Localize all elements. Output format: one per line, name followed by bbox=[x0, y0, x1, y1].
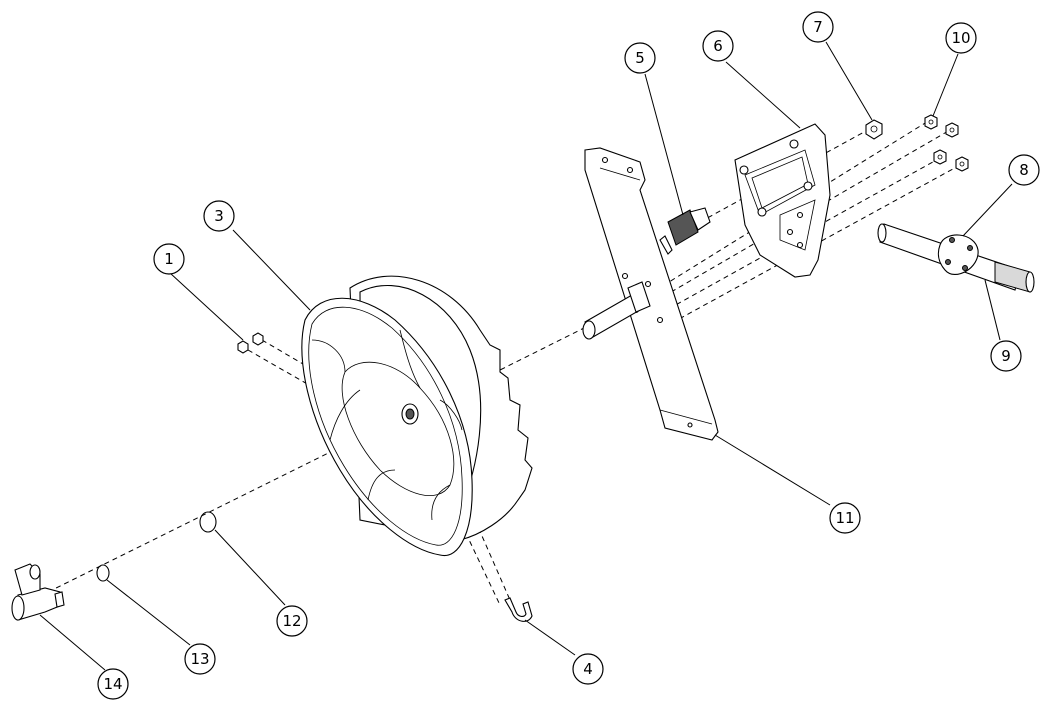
callout-label: 6 bbox=[713, 37, 723, 55]
callout-7: 7 bbox=[802, 11, 834, 43]
callout-label: 8 bbox=[1019, 161, 1029, 179]
reel-drum bbox=[301, 275, 533, 557]
callout-3: 3 bbox=[203, 200, 235, 232]
callout-11: 11 bbox=[829, 502, 861, 534]
callout-9: 9 bbox=[990, 340, 1022, 372]
nut-7 bbox=[865, 119, 883, 140]
callout-label: 14 bbox=[103, 675, 122, 693]
bracket bbox=[734, 123, 831, 278]
callout-label: 1 bbox=[164, 250, 174, 268]
callout-label: 12 bbox=[282, 612, 301, 630]
callout-label: 10 bbox=[951, 29, 970, 47]
callout-label: 13 bbox=[190, 650, 209, 668]
callout-label: 3 bbox=[214, 207, 224, 225]
callout-label: 4 bbox=[583, 660, 593, 678]
callout-14: 14 bbox=[97, 668, 129, 700]
rod-assembly bbox=[877, 223, 1035, 293]
callout-10: 10 bbox=[945, 22, 977, 54]
callout-1: 1 bbox=[153, 243, 185, 275]
callout-label: 5 bbox=[635, 49, 645, 67]
callout-13: 13 bbox=[184, 643, 216, 675]
callout-6: 6 bbox=[702, 30, 734, 62]
callout-label: 9 bbox=[1001, 347, 1011, 365]
callout-12: 12 bbox=[276, 605, 308, 637]
callout-label: 7 bbox=[813, 18, 823, 36]
mounting-plate bbox=[582, 147, 719, 441]
callout-4: 4 bbox=[572, 653, 604, 685]
callout-8: 8 bbox=[1008, 154, 1040, 186]
callout-label: 11 bbox=[835, 509, 854, 527]
leader-lines bbox=[39, 41, 1013, 671]
callout-5: 5 bbox=[624, 42, 656, 74]
u-bolt bbox=[504, 597, 533, 622]
o-rings bbox=[96, 511, 217, 582]
inlet-valve bbox=[11, 563, 65, 621]
swivel bbox=[659, 207, 711, 255]
nuts-1 bbox=[237, 332, 264, 354]
nuts-10 bbox=[924, 114, 969, 172]
